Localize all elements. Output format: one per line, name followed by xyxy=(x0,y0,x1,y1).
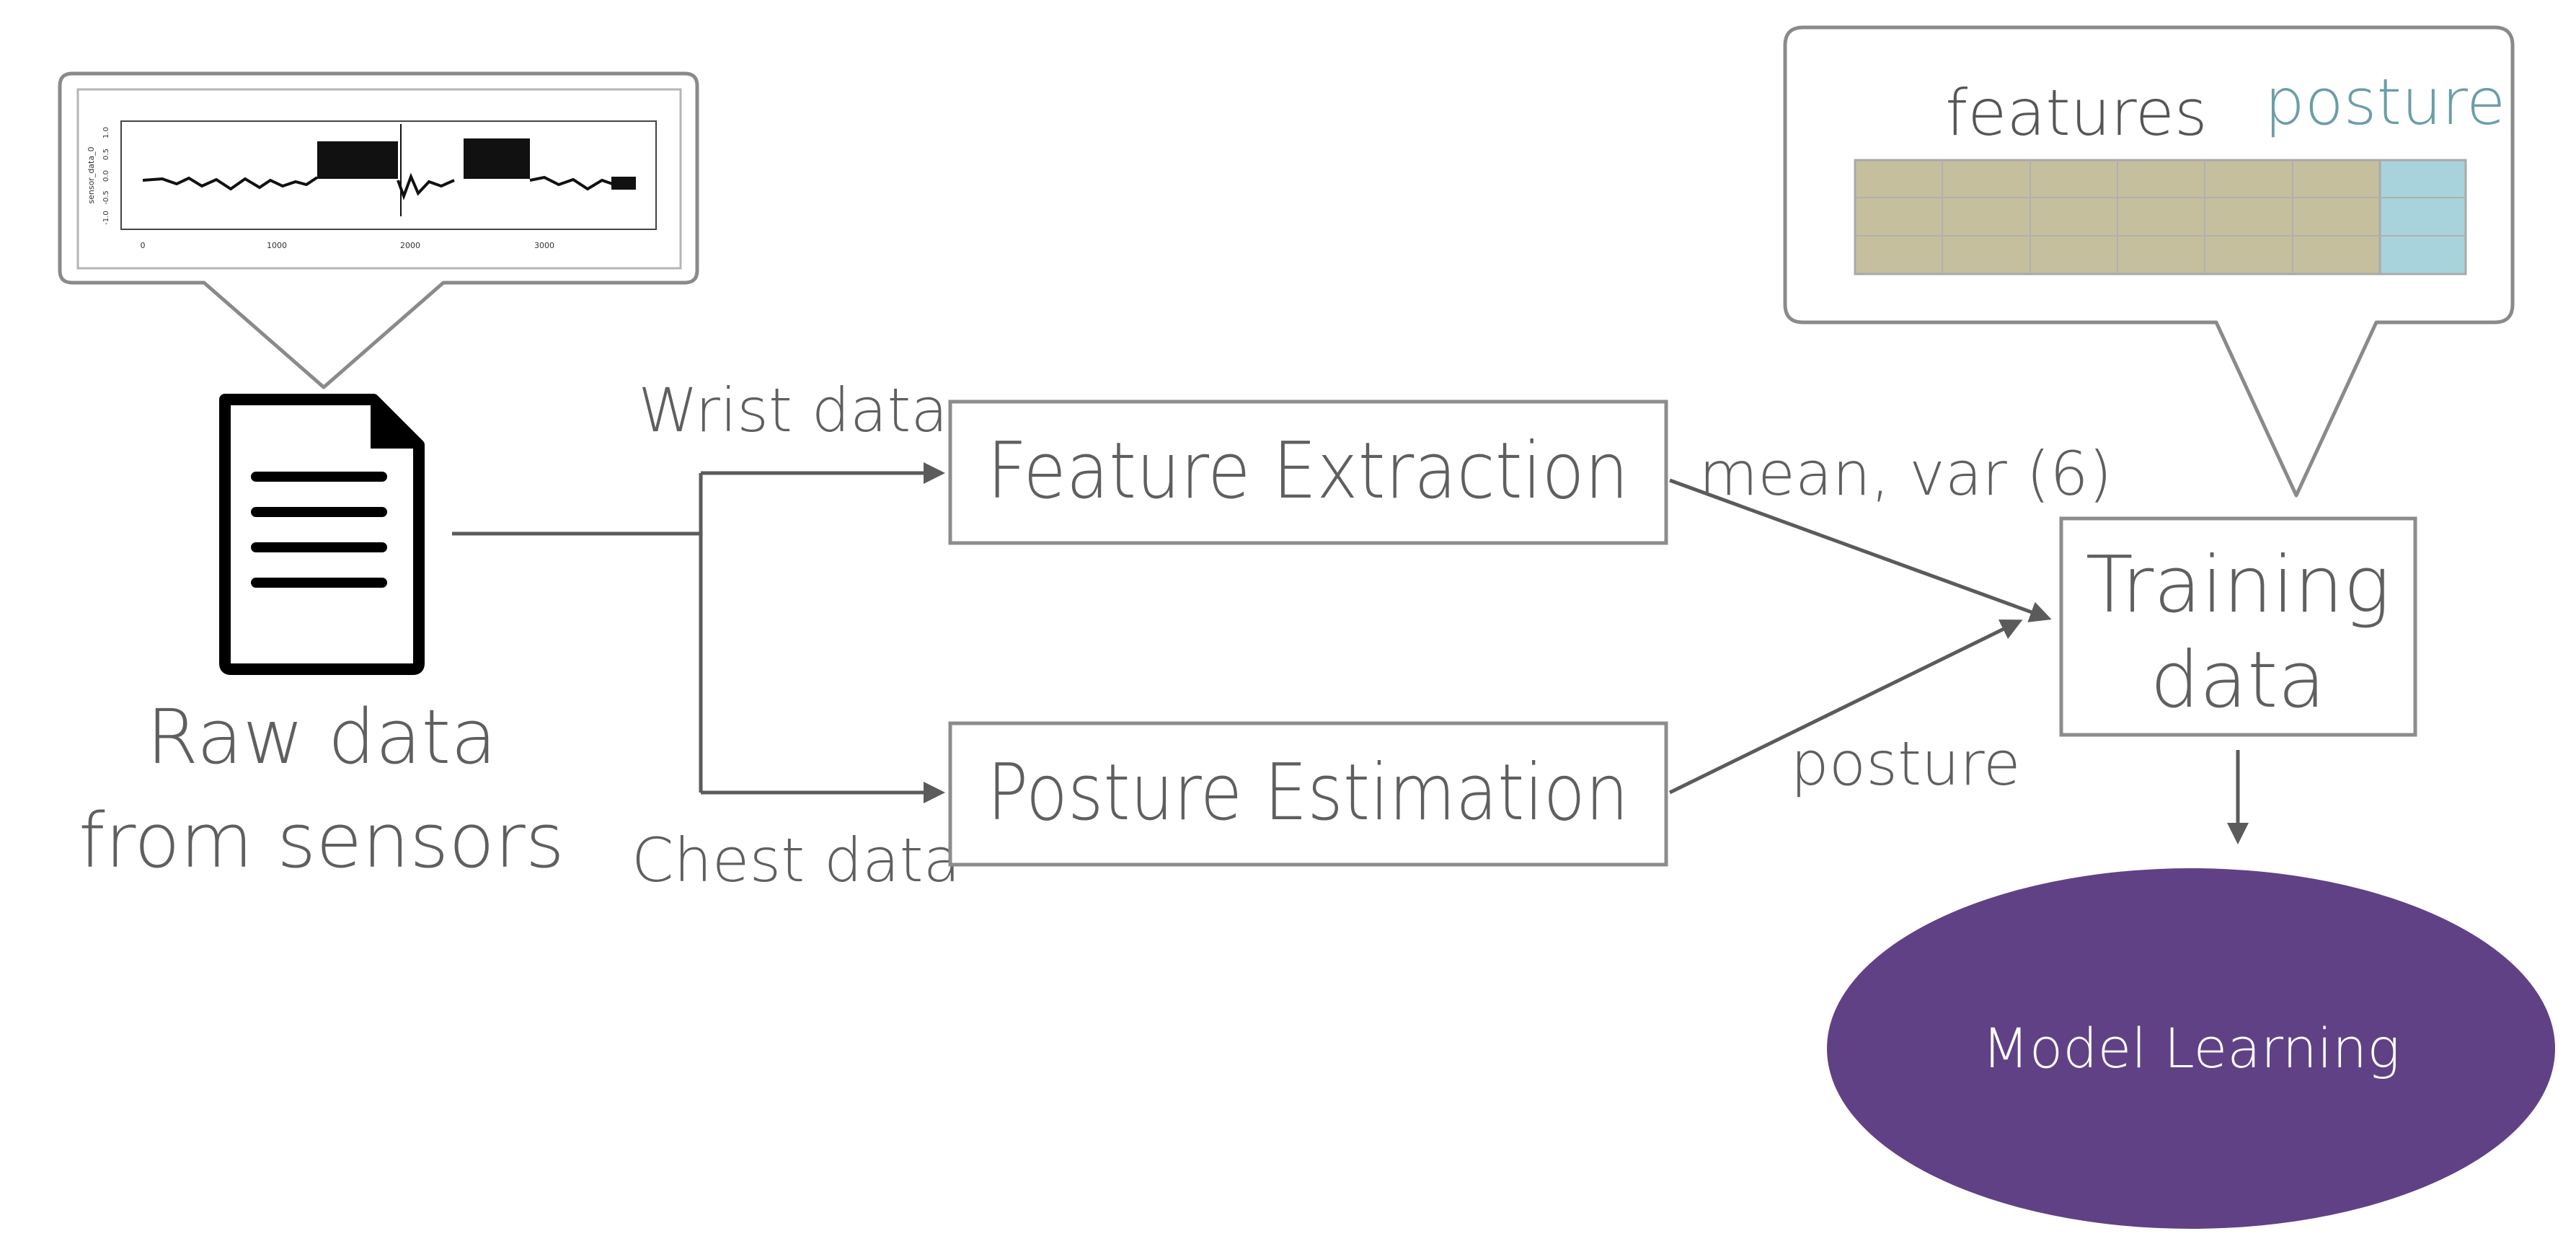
training-data-label-line2: data xyxy=(2150,635,2325,725)
connector-lines xyxy=(452,462,2249,844)
posture-estimation-label: Posture Estimation xyxy=(987,748,1629,838)
plot-frame xyxy=(120,120,657,230)
posture-output-label: posture xyxy=(1790,728,2020,799)
model-learning-label: Model Learning xyxy=(1982,1016,2400,1080)
plot-y-tick: -0.5 xyxy=(102,190,110,205)
posture-header: posture xyxy=(2265,65,2505,139)
sensor-signal xyxy=(142,124,636,216)
plot-x-tick: 2000 xyxy=(400,241,420,250)
model-learning-node: Model Learning xyxy=(1827,868,2555,1229)
feature-table xyxy=(1854,159,2467,275)
feature-extraction-box: Feature Extraction xyxy=(948,400,1668,545)
training-data-box: Training data xyxy=(2059,516,2417,737)
features-header: features xyxy=(1945,76,2208,150)
sensor-plot-callout: sensor_data_0 1.0 0.5 0.0 -0.5 -1.0 0 10… xyxy=(58,71,699,389)
mean-var-label: mean, var (6) xyxy=(1699,438,2112,509)
training-data-label: Training xyxy=(2086,540,2390,630)
feature-table-callout: features posture xyxy=(1783,25,2515,498)
plot-y-tick: 0.0 xyxy=(102,170,110,182)
raw-data-label: Raw data xyxy=(146,693,497,781)
plot-x-tick: 3000 xyxy=(534,241,554,250)
plot-y-tick: -1.0 xyxy=(102,211,110,225)
sensor-plot: sensor_data_0 1.0 0.5 0.0 -0.5 -1.0 0 10… xyxy=(87,120,657,250)
plot-y-tick: 1.0 xyxy=(102,127,110,138)
plot-x-tick: 1000 xyxy=(267,241,287,250)
chest-data-label: Chest data xyxy=(632,825,960,896)
posture-estimation-box: Posture Estimation xyxy=(948,721,1668,867)
plot-y-axis-label: sensor_data_0 xyxy=(87,146,96,203)
plot-x-tick: 0 xyxy=(141,241,146,250)
feature-extraction-label: Feature Extraction xyxy=(987,426,1629,516)
wrist-data-label: Wrist data xyxy=(638,375,948,446)
raw-data-label-line2: from sensors xyxy=(79,797,565,885)
document-icon xyxy=(219,394,425,675)
plot-y-tick: 0.5 xyxy=(102,149,110,160)
